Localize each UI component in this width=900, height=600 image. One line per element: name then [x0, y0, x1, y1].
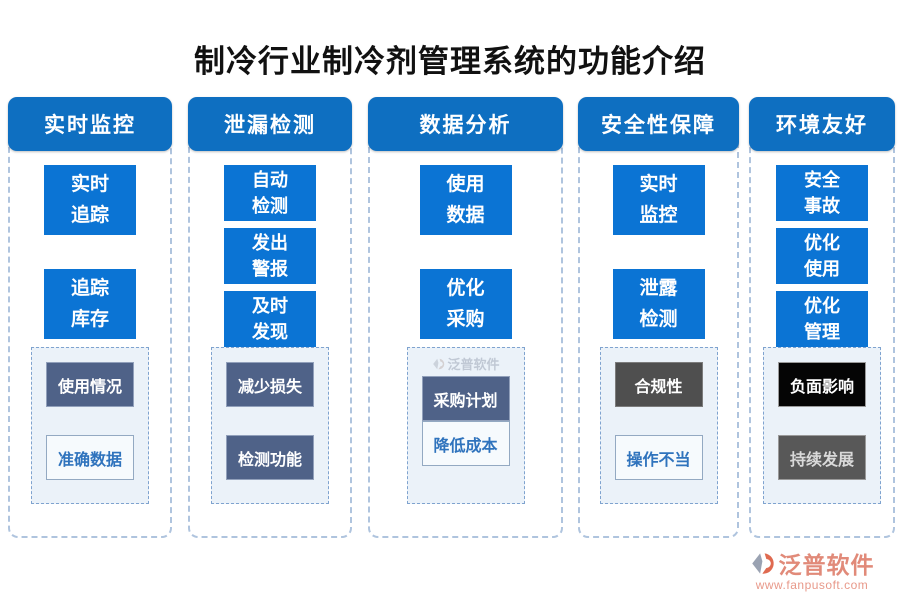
- feature-box: 使用 数据: [419, 165, 512, 235]
- feature-list: 实时 追踪 追踪 库存: [10, 151, 170, 339]
- sub-panel: 合规性 操作不当: [599, 347, 718, 504]
- column-eco-friendly: 环境友好 安全 事故 优化 使用 优化 管理 负面影响 持续发展: [749, 97, 895, 538]
- feature-line: 追踪: [70, 205, 109, 226]
- feature-line: 自动: [252, 170, 288, 190]
- sub-box: 降低成本: [421, 421, 510, 466]
- feature-box: 优化 采购: [419, 269, 512, 339]
- sub-box: 持续发展: [778, 435, 866, 480]
- feature-line: 优化: [804, 233, 840, 253]
- sub-box: 采购计划: [421, 376, 510, 421]
- brand-logo-icon: [751, 552, 774, 574]
- feature-line: 泄露: [639, 278, 678, 299]
- feature-box: 追踪 库存: [44, 269, 136, 339]
- feature-box: 优化 管理: [776, 291, 868, 347]
- watermark-logo-icon: [432, 358, 444, 369]
- sub-box: 合规性: [614, 362, 703, 407]
- column-realtime-monitoring: 实时监控 实时 追踪 追踪 库存 使用情况 准确数据: [8, 97, 172, 538]
- brand-name: 泛普软件: [778, 552, 875, 578]
- feature-line: 数据: [446, 205, 485, 226]
- sub-box: 减少损失: [226, 362, 314, 407]
- sub-panel: 负面影响 持续发展: [763, 347, 881, 504]
- column-leak-detection: 泄漏检测 自动 检测 发出 警报 及时 发现 减少损失 检测功能: [188, 97, 352, 538]
- column-safety-assurance: 安全性保障 实时 监控 泄露 检测 合规性 操作不当: [578, 97, 739, 538]
- feature-line: 发出: [252, 233, 288, 253]
- feature-line: 采购: [446, 309, 485, 330]
- watermark-text: 泛普软件: [447, 357, 500, 372]
- sub-box: 操作不当: [614, 435, 703, 480]
- sub-panel: 减少损失 检测功能: [211, 347, 329, 504]
- sub-box: 负面影响: [778, 362, 866, 407]
- sub-box: 检测功能: [226, 435, 314, 480]
- sub-panel: 使用情况 准确数据: [31, 347, 149, 504]
- feature-line: 实时: [70, 174, 109, 195]
- feature-line: 警报: [252, 259, 288, 279]
- feature-line: 使用: [804, 259, 840, 279]
- feature-box: 发出 警报: [224, 228, 316, 284]
- feature-list: 实时 监控 泄露 检测: [580, 151, 737, 339]
- feature-line: 及时: [252, 296, 288, 316]
- sub-box: 使用情况: [46, 362, 134, 407]
- column-header: 实时监控: [8, 97, 172, 151]
- feature-box: 实时 追踪: [44, 165, 136, 235]
- watermark: 泛普软件: [431, 354, 500, 373]
- feature-line: 实时: [639, 174, 678, 195]
- feature-line: 监控: [639, 205, 678, 226]
- feature-list: 自动 检测 发出 警报 及时 发现: [190, 151, 350, 347]
- sub-panel: 泛普软件 采购计划 降低成本: [406, 347, 525, 504]
- feature-box: 自动 检测: [224, 165, 316, 221]
- feature-list: 安全 事故 优化 使用 优化 管理: [751, 151, 893, 347]
- feature-line: 追踪: [70, 278, 109, 299]
- column-data-analysis: 数据分析 使用 数据 优化 采购 泛普软件 采购计划 降低成本: [368, 97, 563, 538]
- feature-box: 安全 事故: [776, 165, 868, 221]
- page-title: 制冷行业制冷剂管理系统的功能介绍: [194, 44, 706, 80]
- feature-line: 管理: [804, 322, 840, 342]
- sub-box: 准确数据: [46, 435, 134, 480]
- feature-line: 检测: [252, 196, 288, 216]
- feature-line: 发现: [252, 322, 288, 342]
- feature-line: 优化: [804, 296, 840, 316]
- column-header: 泄漏检测: [188, 97, 352, 151]
- feature-line: 使用: [446, 174, 485, 195]
- feature-box: 实时 监控: [612, 165, 705, 235]
- feature-box: 及时 发现: [224, 291, 316, 347]
- feature-line: 事故: [804, 196, 840, 216]
- column-header: 数据分析: [368, 97, 563, 151]
- column-header: 安全性保障: [578, 97, 739, 151]
- feature-line: 优化: [446, 278, 485, 299]
- column-header: 环境友好: [749, 97, 895, 151]
- feature-line: 安全: [804, 170, 840, 190]
- footer-logo: 泛普软件 www.fanpusoft.com: [732, 546, 892, 592]
- feature-line: 库存: [70, 309, 109, 330]
- feature-list: 使用 数据 优化 采购: [370, 151, 561, 339]
- feature-box: 优化 使用: [776, 228, 868, 284]
- feature-line: 检测: [639, 309, 678, 330]
- brand-url: www.fanpusoft.com: [755, 578, 869, 592]
- feature-box: 泄露 检测: [612, 269, 705, 339]
